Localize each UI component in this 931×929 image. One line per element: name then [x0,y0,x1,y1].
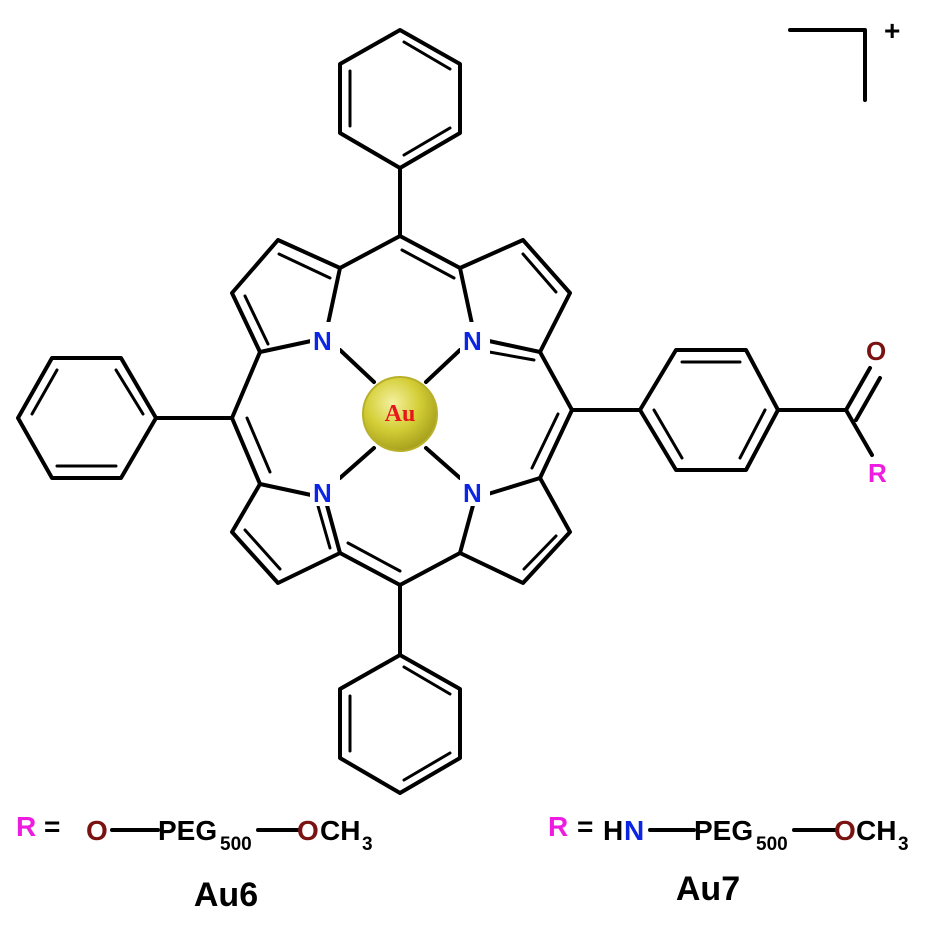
peg-label: PEG [694,815,753,846]
nitrogen-top-left: N [313,326,332,356]
charge-bracket: + [788,15,900,102]
peg-label: PEG [158,815,217,846]
equals-sign: = [577,811,593,842]
r-label: R [548,811,568,842]
methyl-group: CH [856,815,896,846]
methyl-subscript: 3 [362,834,373,855]
linker-hydrogen: H [603,815,623,846]
top-phenyl-ring [338,28,462,238]
terminal-oxygen: O [834,815,856,846]
linker-oxygen: O [86,815,108,846]
compound-name: Au6 [194,876,258,914]
nitrogen-bottom-left: N [313,478,332,508]
terminal-oxygen: O [297,815,319,846]
methyl-subscript: 3 [898,834,909,855]
equals-sign: = [44,811,60,842]
carbonyl-oxygen: O [866,336,886,366]
compound-name: Au7 [676,870,740,908]
left-phenyl-ring [16,356,234,480]
gold-atom-label: Au [385,401,416,427]
charge-symbol: + [884,15,900,46]
nitrogen-bottom-right: N [463,478,482,508]
peg-subscript: 500 [220,834,252,855]
linker-nitrogen: N [624,815,644,846]
r-definition-au7: R = H N PEG 500 O CH 3 Au7 [548,811,909,908]
gold-atom-sphere [362,376,438,452]
nitrogen-top-right: N [463,326,482,356]
peg-subscript: 500 [756,834,788,855]
r-definition-au6: R = O PEG 500 O CH 3 Au6 [16,811,373,914]
gold-center: Au [362,376,438,452]
r-substituent: R [868,458,887,488]
porphyrin-core [230,234,574,587]
ester-group: O R [844,336,887,488]
nitrogen-atoms: N N N N [310,322,490,508]
r-label: R [16,811,36,842]
methyl-group: CH [320,815,360,846]
bottom-phenyl-ring [338,583,462,795]
right-aryl-ring [570,348,848,472]
